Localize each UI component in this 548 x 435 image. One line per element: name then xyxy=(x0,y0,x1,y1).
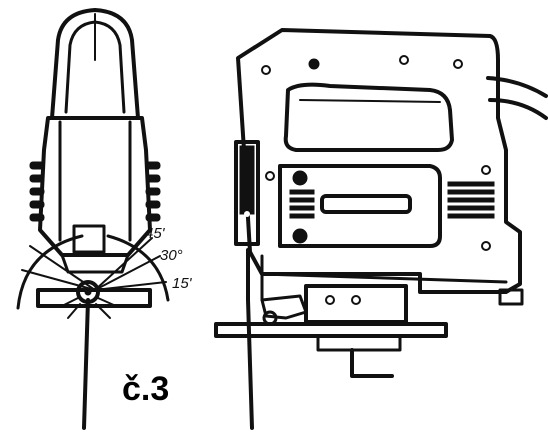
front-vents-left xyxy=(29,161,45,222)
side-blade xyxy=(246,248,254,430)
screw-hole-5 xyxy=(265,171,275,181)
front-grip-dark xyxy=(239,145,255,215)
side-base-plate xyxy=(214,322,448,338)
screw-hole-3 xyxy=(399,55,409,65)
figure-label: č.3 xyxy=(122,370,169,408)
front-grip-bar xyxy=(234,140,260,246)
front-vents-right xyxy=(145,161,161,222)
front-base-plate xyxy=(36,288,152,308)
side-handle-opening xyxy=(283,82,454,152)
angle-label-15: 15' xyxy=(172,275,193,292)
side-vents xyxy=(447,181,495,219)
angle-label-45: 45' xyxy=(145,225,166,242)
switch-grip-ribs xyxy=(289,189,315,219)
base-screw-1 xyxy=(325,295,335,305)
front-blade-guide xyxy=(72,224,106,254)
screw-hole-7 xyxy=(481,241,491,251)
trigger-switch xyxy=(320,194,412,214)
switch-screw-bottom xyxy=(292,228,308,244)
blade-holder xyxy=(260,294,308,320)
body-lower-edge xyxy=(260,272,508,284)
screw-hole-4 xyxy=(453,59,463,69)
angle-label-30: 30° xyxy=(160,247,183,264)
front-view-jigsaw: 45' 30° 15' xyxy=(16,8,193,430)
blade-clamp-center xyxy=(84,288,92,296)
screw-hole-1 xyxy=(261,65,271,75)
bevel-angle-arc xyxy=(16,234,84,310)
bevel-angle-arc-right xyxy=(106,234,170,302)
side-body-outline xyxy=(236,28,522,294)
handle-inner-line xyxy=(299,99,441,103)
angle-line-30 xyxy=(94,255,161,291)
switch-panel xyxy=(278,164,442,248)
base-screw-2 xyxy=(351,295,361,305)
front-handle xyxy=(50,8,140,120)
cutting-marks xyxy=(61,297,117,319)
angle-line-45 xyxy=(94,237,153,291)
grip-dot xyxy=(244,211,250,217)
switch-screw-top xyxy=(292,170,308,186)
screw-hole-2 xyxy=(308,58,320,70)
front-body xyxy=(38,116,152,257)
front-blade xyxy=(82,298,90,430)
bevel-lever xyxy=(350,348,394,378)
side-view-jigsaw xyxy=(214,28,548,430)
base-plate-lower xyxy=(316,334,402,352)
screw-hole-6 xyxy=(481,165,491,175)
angle-line-left-2 xyxy=(21,269,96,291)
rear-latch xyxy=(498,288,524,306)
power-cord xyxy=(486,76,548,98)
power-cord-lower xyxy=(488,98,548,120)
